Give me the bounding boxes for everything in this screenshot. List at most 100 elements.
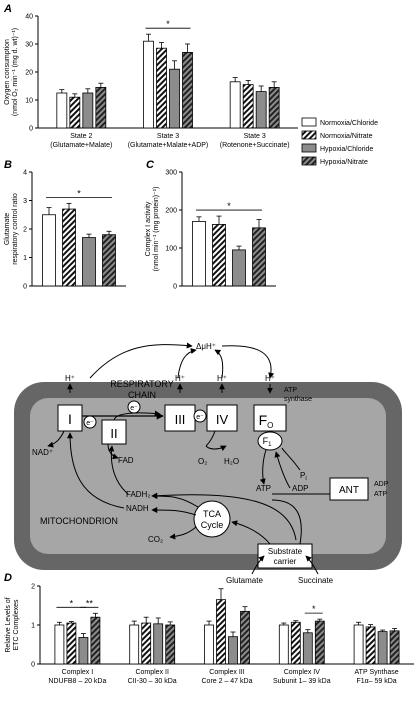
- y-tick-label: 0: [31, 662, 35, 669]
- arrow-complex-i-to-pmf: [89, 342, 193, 379]
- y-axis-label-line2: ETC Complexes: [13, 599, 20, 650]
- electron-marker-2: [127, 400, 141, 414]
- bar: [204, 624, 214, 665]
- bar: [192, 220, 206, 287]
- bar: [56, 92, 68, 129]
- y-tick-label: 30: [25, 42, 33, 49]
- ant-box: [329, 477, 369, 501]
- h-plus-label-complex-iii: H⁺: [175, 374, 185, 383]
- significance-label: *: [77, 188, 81, 198]
- fad-label: FAD: [118, 456, 134, 465]
- electron-label-1: e⁻: [86, 420, 94, 427]
- bar: [389, 630, 400, 665]
- bar: [82, 92, 94, 129]
- bar: [95, 87, 107, 129]
- category-label-line2: (Glutamate+Malate): [50, 142, 112, 149]
- adp-inner-label: ADP: [292, 484, 308, 493]
- bar: [129, 624, 140, 665]
- y-tick-label: 2: [31, 584, 35, 591]
- bar: [54, 624, 65, 665]
- category-label-line1: State 3: [157, 133, 179, 140]
- h-plus-label-fo: H⁺: [265, 374, 275, 383]
- legend-label-normoxia-chloride: Normoxia/Chloride: [320, 120, 378, 127]
- co2-label: CO₂: [148, 535, 163, 544]
- bar: [278, 624, 289, 665]
- electron-marker-1: [83, 415, 97, 429]
- bar: [314, 620, 325, 665]
- category-label-line1: Complex III: [209, 669, 244, 676]
- y-tick-label: 0: [29, 126, 33, 133]
- complex-iii-label: III: [175, 412, 186, 427]
- arrow-succinate-in: [305, 555, 319, 575]
- complex-i-label: I: [68, 411, 72, 427]
- bar: [78, 637, 89, 665]
- bar: [212, 224, 226, 287]
- electron-label-3: e⁻: [196, 414, 204, 421]
- chain-label: CHAIN: [128, 390, 156, 400]
- y-tick-label: 2: [23, 227, 27, 234]
- arrow-pmf-to-fo: [221, 345, 275, 379]
- tca-label-line2: Cycle: [201, 520, 224, 530]
- bar: [141, 622, 152, 665]
- category-label-line2: Subunit 1– 39 kDa: [273, 678, 331, 685]
- bar: [377, 631, 388, 665]
- legend-label-hypoxia-chloride: Hypoxia/Chloride: [320, 146, 373, 153]
- panel-label-b: B: [4, 159, 12, 171]
- significance-label: *: [166, 19, 170, 29]
- y-tick-label: 10: [25, 98, 33, 105]
- bar: [82, 237, 96, 287]
- complex-ii-label: II: [110, 426, 117, 441]
- y-tick-label: 40: [25, 14, 33, 21]
- legend-swatch-hypoxia-chloride: [301, 143, 317, 153]
- category-label-line1: ATP Synthase: [355, 669, 399, 676]
- atp-inner-label: ATP: [256, 484, 271, 493]
- bar: [169, 68, 180, 129]
- bar: [302, 632, 313, 665]
- y-tick-label: 3: [23, 198, 27, 205]
- atp-synthase-label-line2: synthase: [284, 396, 312, 403]
- y-axis-label-line2: respiratory control ratio: [12, 193, 19, 265]
- atp-outer-label: ATP: [374, 491, 387, 498]
- category-label-line2: NDUFB8 – 20 kDa: [48, 678, 106, 685]
- arrow-tca-to-nadh: [151, 507, 197, 516]
- y-axis-label-line2: (nmol min⁻¹ (mg protein)⁻¹): [153, 187, 160, 272]
- category-label-line2: (Rotenone+Succinate): [220, 142, 290, 149]
- legend-swatch-hypoxia-nitrate: [301, 156, 317, 166]
- bar: [242, 84, 254, 129]
- category-label-line1: State 2: [70, 133, 92, 140]
- respiratory-chain-diagram: ΔμH⁺ H⁺ H⁺ H⁺ H⁺ RESPIRATORY CHAIN ATP s…: [14, 342, 402, 585]
- fo-label: FO: [259, 412, 274, 430]
- electron-label-2: e⁻: [130, 405, 138, 412]
- adp-outer-label: ADP: [374, 481, 389, 488]
- o2-label: O₂: [198, 457, 207, 466]
- y-tick-label: 200: [165, 208, 177, 215]
- glutamate-label: Glutamate: [226, 576, 263, 585]
- nad-plus-label: NAD⁺: [32, 448, 53, 457]
- ant-label: ANT: [339, 485, 359, 496]
- significance-label: **: [86, 598, 94, 608]
- y-axis-label-line2: (nmol O₂ min⁻¹ (mg d. wt)⁻¹): [12, 28, 19, 116]
- arrow-o2-water: [205, 445, 227, 452]
- arrow-tca-to-co2: [169, 526, 197, 540]
- arrow-glutamate-in: [251, 555, 265, 575]
- legend-swatch-normoxia-nitrate: [301, 130, 317, 140]
- arrow-fadh2-to-ii: [108, 445, 129, 495]
- legend: Normoxia/Chloride Normoxia/Nitrate Hypox…: [301, 117, 378, 166]
- bar: [182, 52, 193, 129]
- bar: [240, 610, 250, 665]
- bar: [102, 234, 116, 287]
- fo-box: [253, 404, 287, 432]
- pi-label: Pi: [300, 471, 307, 482]
- tca-label-line1: TCA: [203, 509, 221, 519]
- bar: [268, 87, 280, 129]
- electron-path-ii-to-iii: [113, 410, 161, 421]
- y-tick-label: 300: [165, 170, 177, 177]
- arrow-nadh-to-i: [67, 432, 125, 509]
- arrow-to-nad-plus: [47, 430, 65, 448]
- mitochondrion-label: MITOCHONDRION: [40, 516, 118, 526]
- f1-subunit: [257, 431, 283, 451]
- bar: [255, 91, 267, 129]
